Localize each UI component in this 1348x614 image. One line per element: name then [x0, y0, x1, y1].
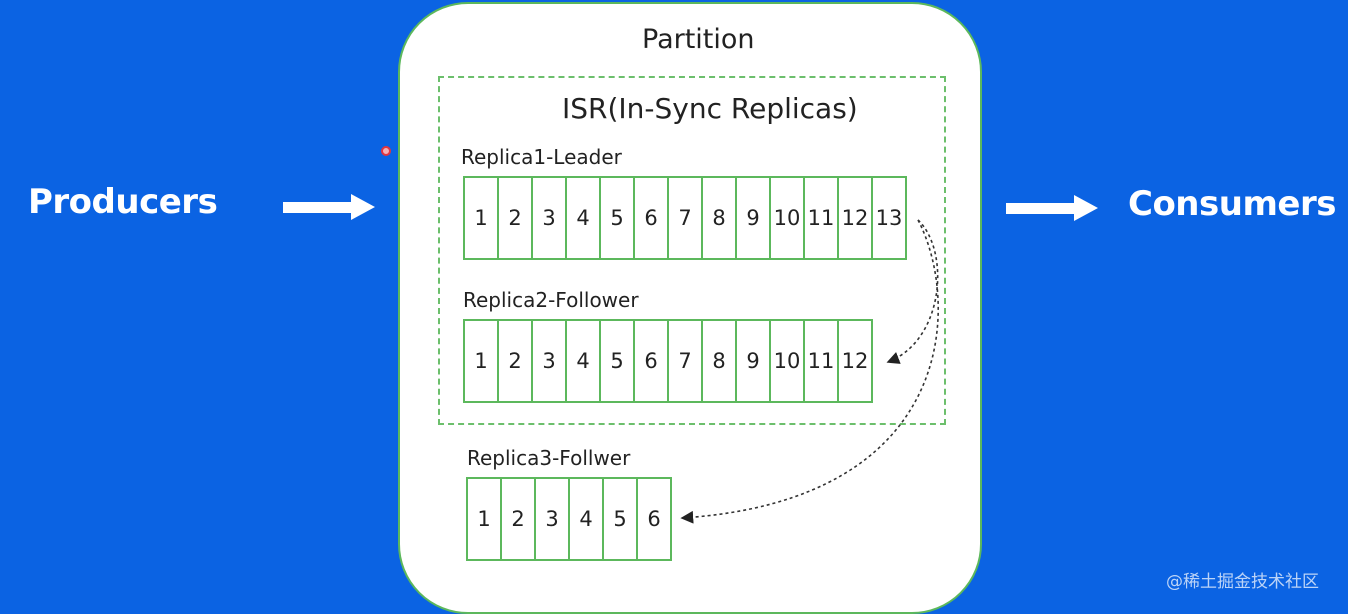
log-offset-cell: 2 — [497, 176, 533, 260]
log-offset-cell: 4 — [568, 477, 604, 561]
replica3-label: Replica3-Follwer — [467, 446, 631, 470]
log-offset-cell: 9 — [735, 176, 771, 260]
log-offset-cell: 8 — [701, 176, 737, 260]
log-offset-cell: 1 — [463, 319, 499, 403]
log-offset-cell: 3 — [531, 319, 567, 403]
log-offset-cell: 2 — [497, 319, 533, 403]
log-offset-cell: 6 — [633, 176, 669, 260]
log-offset-cell: 9 — [735, 319, 771, 403]
partition-title: Partition — [642, 24, 755, 55]
log-offset-cell: 12 — [837, 319, 873, 403]
log-offset-cell: 8 — [701, 319, 737, 403]
log-offset-cell: 5 — [599, 176, 635, 260]
isr-title: ISR(In-Sync Replicas) — [562, 92, 858, 125]
log-offset-cell: 7 — [667, 319, 703, 403]
log-offset-cell: 5 — [602, 477, 638, 561]
log-offset-cell: 5 — [599, 319, 635, 403]
log-offset-cell: 11 — [803, 319, 839, 403]
log-offset-cell: 10 — [769, 319, 805, 403]
consumers-arrow-icon — [1006, 195, 1098, 221]
log-offset-cell: 1 — [463, 176, 499, 260]
producers-arrow-icon — [283, 194, 375, 220]
producers-label: Producers — [28, 182, 218, 222]
watermark: @稀土掘金技术社区 — [1166, 572, 1319, 592]
log-offset-cell: 2 — [500, 477, 536, 561]
cursor-dot-icon — [381, 146, 391, 156]
log-offset-cell: 12 — [837, 176, 873, 260]
log-offset-cell: 7 — [667, 176, 703, 260]
log-offset-cell: 4 — [565, 176, 601, 260]
log-offset-cell: 4 — [565, 319, 601, 403]
log-offset-cell: 3 — [531, 176, 567, 260]
log-offset-cell: 6 — [633, 319, 669, 403]
log-offset-cell: 11 — [803, 176, 839, 260]
replica2-label: Replica2-Follower — [463, 288, 639, 312]
log-offset-cell: 3 — [534, 477, 570, 561]
log-offset-cell: 6 — [636, 477, 672, 561]
log-offset-cell: 13 — [871, 176, 907, 260]
consumers-label: Consumers — [1128, 184, 1336, 224]
log-offset-cell: 1 — [466, 477, 502, 561]
log-offset-cell: 10 — [769, 176, 805, 260]
replica1-label: Replica1-Leader — [461, 145, 622, 169]
